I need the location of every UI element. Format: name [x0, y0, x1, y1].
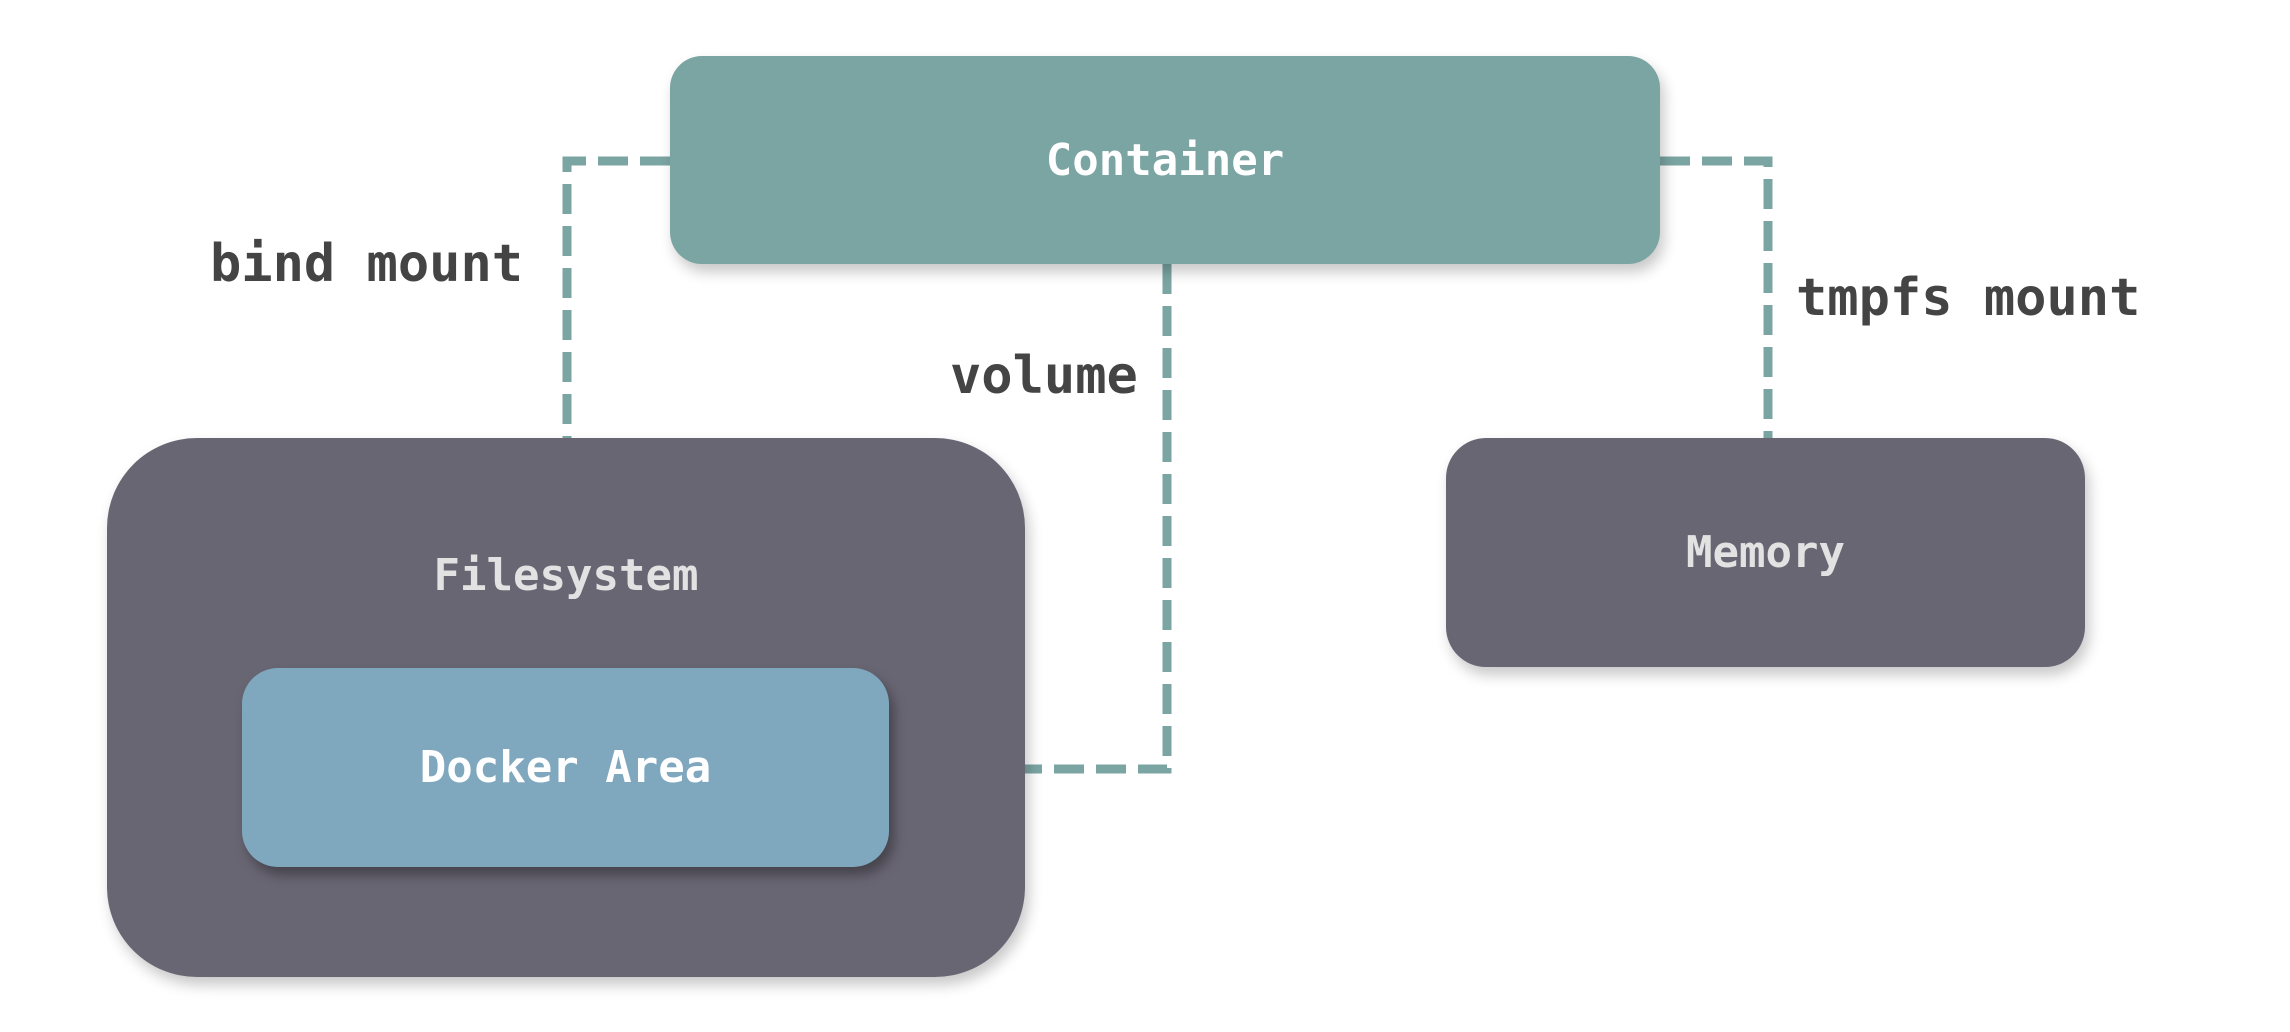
- memory-label: Memory: [1686, 527, 1845, 578]
- docker-area-node: Docker Area: [242, 668, 889, 867]
- tmpfs-mount-connector: [1660, 156, 1773, 438]
- docker-area-label: Docker Area: [419, 742, 712, 793]
- container-label: Container: [1045, 134, 1285, 186]
- filesystem-node: Filesystem Docker Area: [107, 438, 1025, 977]
- volume-label: volume: [950, 346, 1138, 406]
- bind-mount-label: bind mount: [210, 234, 524, 294]
- bind-mount-connector: [562, 156, 670, 438]
- memory-node: Memory: [1446, 438, 2085, 667]
- tmpfs-mount-label: tmpfs mount: [1796, 268, 2141, 328]
- filesystem-label: Filesystem: [433, 550, 699, 601]
- container-node: Container: [670, 56, 1660, 264]
